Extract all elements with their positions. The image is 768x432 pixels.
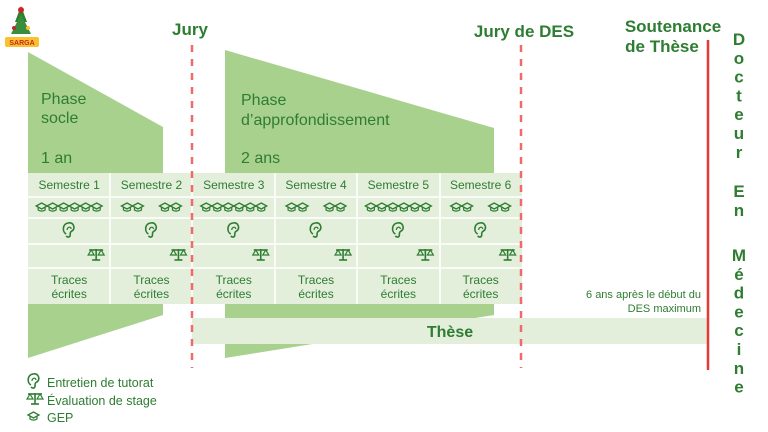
phase-approfondissement-name-1: Phase: [241, 92, 286, 109]
vertical-label-char: e: [734, 302, 743, 321]
legend-item-evaluation: Évaluation de stage: [26, 392, 157, 408]
legend-label-evaluation: Évaluation de stage: [47, 393, 157, 408]
vertical-label-char: d: [734, 284, 744, 303]
vertical-label-char: t: [736, 86, 742, 105]
vertical-label-char: E: [733, 182, 744, 201]
vertical-label-char: M: [732, 246, 746, 265]
semester-dividers: [28, 173, 522, 304]
these-bar: [192, 318, 708, 344]
vertical-label-char: u: [734, 124, 744, 143]
logo-text: SARGA: [9, 40, 34, 47]
these-label: Thèse: [427, 324, 473, 341]
traces-label-line1: Traces: [51, 273, 87, 287]
traces-label-line1: Traces: [463, 273, 499, 287]
vertical-label-char: e: [734, 378, 743, 397]
vertical-label-char: i: [737, 340, 742, 359]
traces-label-line1: Traces: [133, 273, 169, 287]
vertical-label-char: r: [736, 143, 743, 162]
soutenance-label-1: Soutenance: [625, 17, 721, 36]
traces-label-line1: Traces: [298, 273, 334, 287]
vertical-label-char: c: [734, 68, 743, 87]
these-note-line1: 6 ans après le début du: [586, 289, 701, 301]
vertical-label-char: é: [734, 265, 743, 284]
these-note-line2: DES maximum: [628, 303, 701, 315]
jury-des-label: Jury de DES: [474, 22, 574, 41]
vertical-label-char: n: [734, 201, 744, 220]
semester-label: Semestre 5: [368, 178, 430, 192]
semester-label: Semestre 2: [121, 178, 183, 192]
traces-label-line2: écrites: [134, 287, 169, 301]
traces-label-line1: Traces: [216, 273, 252, 287]
traces-label-line2: écrites: [216, 287, 251, 301]
semester-label: Semestre 6: [450, 178, 512, 192]
traces-label-line2: écrites: [51, 287, 86, 301]
legend: Entretien de tutorat Évaluation de stage…: [26, 373, 157, 425]
traces-label-line2: écrites: [381, 287, 416, 301]
semester-label: Semestre 4: [285, 178, 347, 192]
traces-label-line2: écrites: [463, 287, 498, 301]
legend-label-gep: GEP: [47, 411, 73, 425]
phase-approfondissement-name-2: d’approfondissement: [241, 112, 390, 129]
sarga-logo: SARGA: [5, 6, 39, 47]
semester-label: Semestre 1: [38, 178, 100, 192]
vertical-label-char: c: [734, 321, 743, 340]
phase-socle-name-2: socle: [41, 110, 78, 127]
balance-scale-icon: [26, 392, 44, 405]
phase-approfondissement-duration: 2 ans: [241, 150, 280, 167]
vertical-label-char: D: [733, 30, 745, 49]
traces-label-line2: écrites: [298, 287, 333, 301]
vertical-label-char: n: [734, 359, 744, 378]
phase-socle-duration: 1 an: [41, 150, 72, 167]
soutenance-label-2: de Thèse: [625, 37, 699, 56]
vertical-label-char: e: [734, 105, 743, 124]
legend-label-tutorat: Entretien de tutorat: [47, 376, 154, 390]
legend-item-tutorat: Entretien de tutorat: [27, 373, 154, 390]
legend-item-gep: GEP: [27, 411, 73, 425]
phase-socle-name-1: Phase: [41, 91, 86, 108]
semester-label: Semestre 3: [203, 178, 265, 192]
vertical-label-char: o: [734, 49, 744, 68]
traces-label-line1: Traces: [380, 273, 416, 287]
ear-icon: [27, 373, 40, 389]
graduation-cap-icon: [27, 411, 40, 421]
jury-label: Jury: [172, 20, 208, 39]
